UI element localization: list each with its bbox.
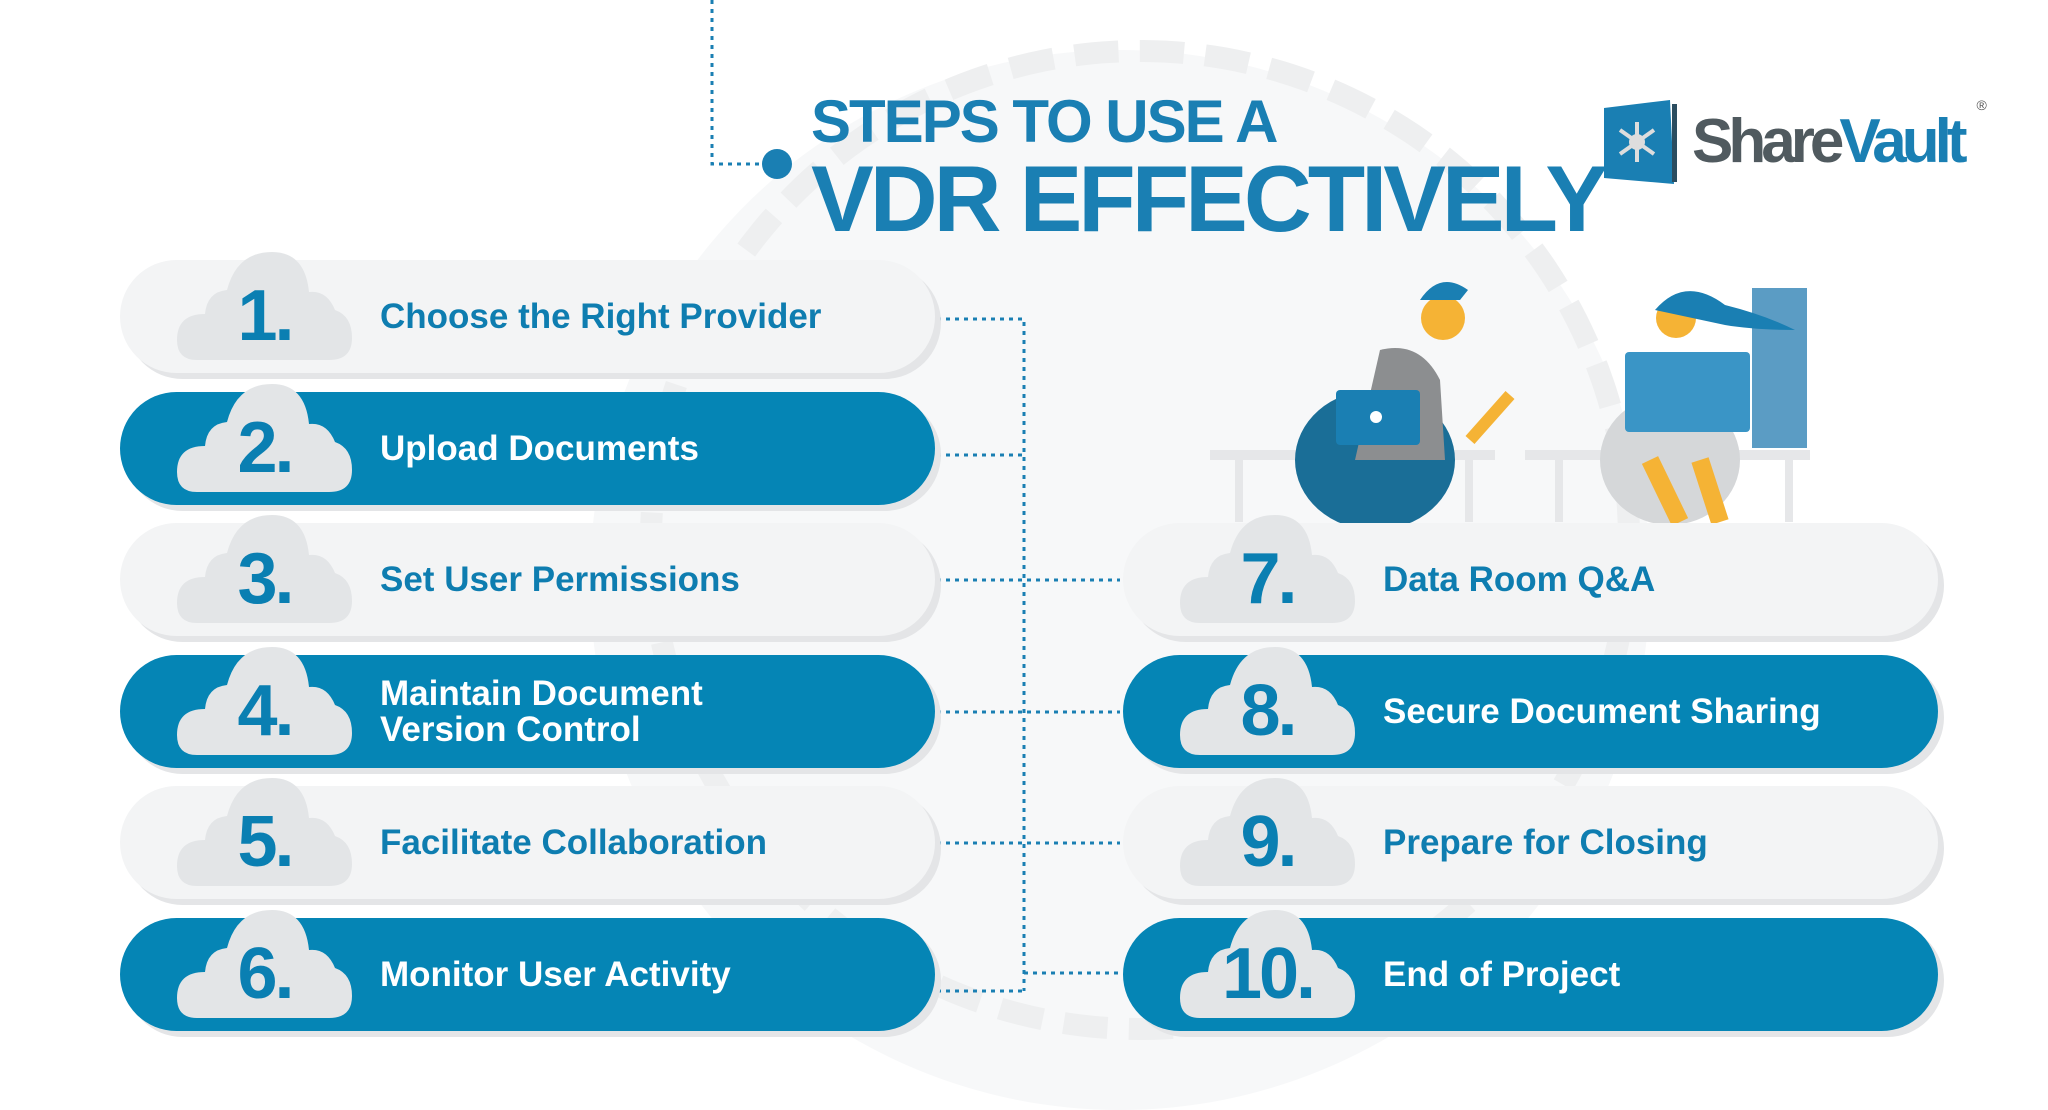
step-label: Monitor User Activity <box>380 954 731 994</box>
step-8: 8. Secure Document Sharing <box>1123 647 1938 768</box>
cloud-icon <box>1180 515 1355 623</box>
step-number: 2. <box>237 408 294 488</box>
step-number: 8. <box>1240 671 1297 751</box>
cloud-icon <box>177 384 352 492</box>
step-7: 7. Data Room Q&A <box>1123 515 1938 636</box>
step-number: 7. <box>1240 539 1297 619</box>
step-label: Upload Documents <box>380 428 699 468</box>
step-label: Choose the Right Provider <box>380 296 822 336</box>
title-dot <box>762 149 792 179</box>
step-label: Secure Document Sharing <box>1383 691 1821 731</box>
step-6: 6. Monitor User Activity <box>120 910 935 1031</box>
vault-icon <box>1604 100 1677 184</box>
step-number: 3. <box>237 539 294 619</box>
step-number: 5. <box>237 802 294 882</box>
step-4: 4. Maintain Document Version Control <box>120 647 935 768</box>
cloud-icon <box>177 647 352 755</box>
sharevault-logo: ShareVault ® <box>1600 97 1987 187</box>
step-3: 3. Set User Permissions <box>120 515 935 636</box>
step-number: 9. <box>1240 802 1297 882</box>
registered-mark: ® <box>1976 97 1987 113</box>
step-label: Maintain Document Version Control <box>380 673 703 749</box>
step-label: Data Room Q&A <box>1383 559 1656 599</box>
step-number: 6. <box>237 934 294 1014</box>
title-line-1: STEPS TO USE A <box>811 88 1278 155</box>
cloud-icon <box>177 252 352 360</box>
cloud-icon <box>177 910 352 1018</box>
step-label: End of Project <box>1383 954 1621 994</box>
step-label: Prepare for Closing <box>1383 822 1708 862</box>
step-2: 2. Upload Documents <box>120 384 935 505</box>
cloud-icon <box>1180 778 1355 886</box>
logo-vault: Vault <box>1839 107 1967 176</box>
cloud-icon <box>1180 910 1355 1018</box>
logo-wordmark: ShareVault <box>1692 107 1968 177</box>
step-5: 5. Facilitate Collaboration <box>120 778 935 899</box>
title-line-2: VDR EFFECTIVELY <box>811 146 1608 251</box>
step-1: 1. Choose the Right Provider <box>120 252 935 373</box>
logo-share: Share <box>1692 107 1844 176</box>
people-illustration <box>1210 282 1810 530</box>
cloud-icon <box>177 515 352 623</box>
step-number: 10. <box>1221 934 1316 1014</box>
connector-lines <box>710 0 1810 993</box>
step-10: 10. End of Project <box>1123 910 1938 1031</box>
cloud-icon <box>1180 647 1355 755</box>
step-label: Facilitate Collaboration <box>380 822 767 862</box>
step-number: 4. <box>237 671 294 751</box>
step-number: 1. <box>237 276 294 356</box>
cloud-icon <box>177 778 352 886</box>
step-9: 9. Prepare for Closing <box>1123 778 1938 899</box>
step-label: Set User Permissions <box>380 559 740 599</box>
